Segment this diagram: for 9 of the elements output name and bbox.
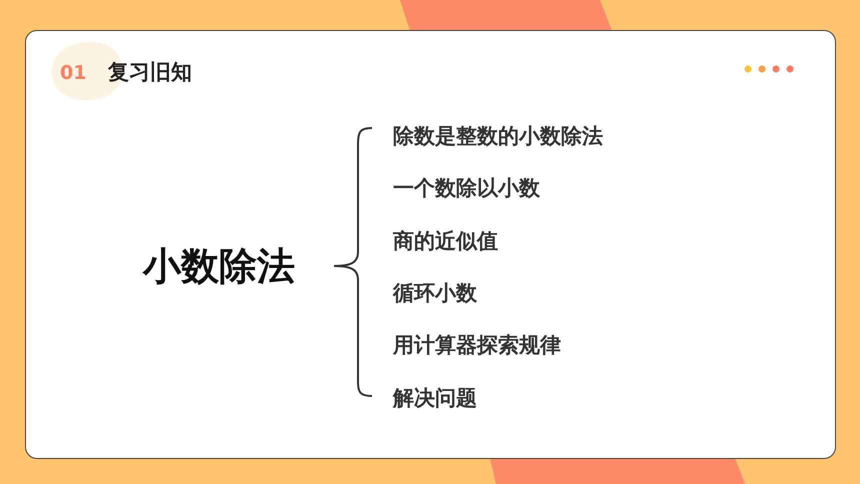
- subtopic-item: 解决问题: [393, 388, 477, 408]
- subtopic-item: 一个数除以小数: [393, 178, 540, 200]
- subtopic-item: 循环小数: [393, 282, 477, 304]
- topic-heading: 小数除法: [143, 247, 295, 285]
- subtopic-item: 用计算器探索规律: [393, 335, 561, 356]
- section-title: 复习旧知: [108, 62, 192, 83]
- subtopic-item: 商的近似值: [393, 230, 498, 252]
- section-number: 01: [60, 64, 86, 83]
- subtopic-item: 除数是整数的小数除法: [393, 126, 603, 147]
